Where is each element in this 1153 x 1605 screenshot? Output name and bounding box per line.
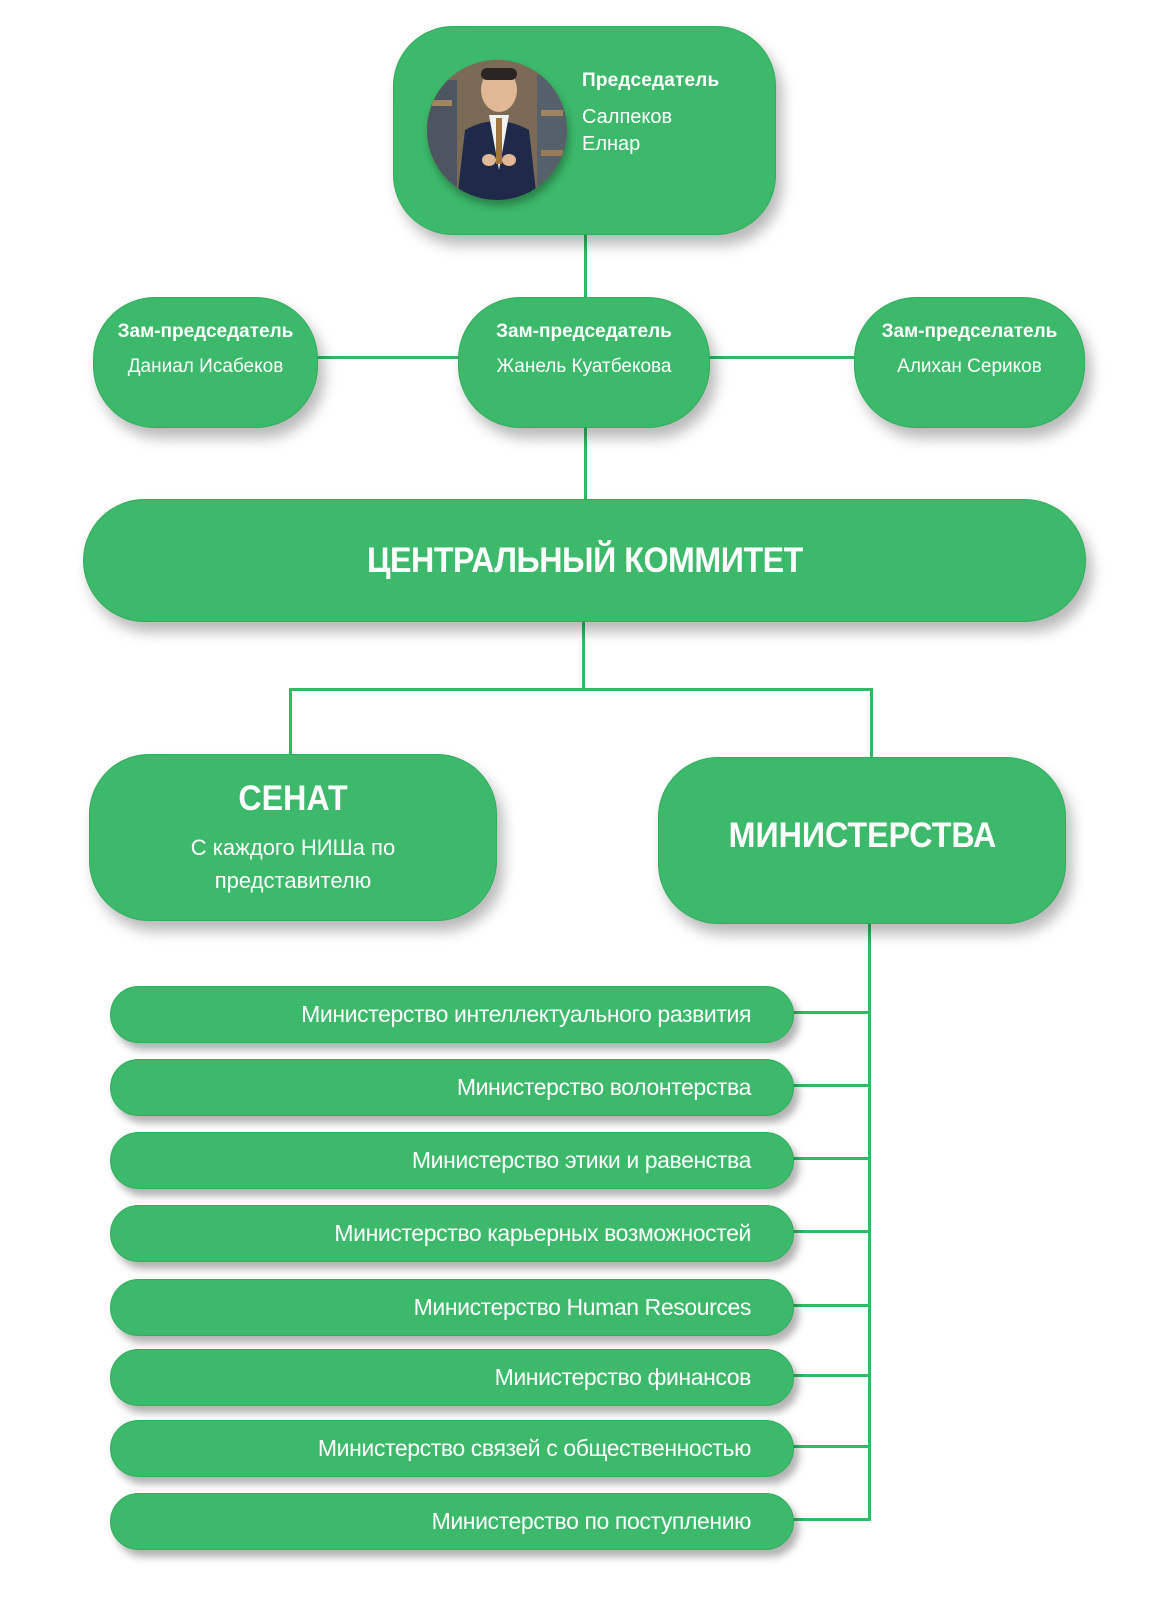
deputy-name: Алихан Сериков xyxy=(897,356,1042,377)
deputy-role: Зам-предселатель xyxy=(881,321,1058,342)
connector-branch-horizontal xyxy=(289,688,873,691)
ministry-item: Министерство Human Resources xyxy=(110,1279,794,1336)
deputy-card-right: Зам-предселатель Алихан Сериков xyxy=(854,297,1085,428)
senate-subtitle-line: представителю xyxy=(214,868,372,893)
chairman-role: Председатель xyxy=(582,70,720,91)
ministry-label: Министерство Human Resources xyxy=(413,1294,752,1320)
senate-subtitle-line: С каждого НИШа по xyxy=(190,835,396,860)
chairman-card: Председатель Салпеков Елнар xyxy=(393,26,776,235)
connector-deputies-left xyxy=(317,356,459,359)
ministry-item: Министерство финансов xyxy=(110,1349,794,1406)
deputy-name: Даниал Исабеков xyxy=(127,356,284,377)
chairman-avatar xyxy=(427,60,567,200)
ministry-label: Министерство этики и равенства xyxy=(411,1147,751,1173)
connector-ministry-tick xyxy=(793,1084,871,1087)
ministry-label: Министерство волонтерства xyxy=(456,1074,752,1100)
connector-deputies-right xyxy=(709,356,855,359)
senate-card: СЕНАТ С каждого НИШа по представителю xyxy=(89,754,497,921)
ministry-label: Министерство связей с общественностью xyxy=(317,1435,751,1461)
central-committee-title: ЦЕНТРАЛЬНЫЙ КОММИТЕТ xyxy=(366,540,803,580)
connector-ministry-tick xyxy=(793,1230,871,1233)
ministry-item: Министерство карьерных возможностей xyxy=(110,1205,794,1262)
connector-ministry-tick xyxy=(793,1304,871,1307)
ministries-title: МИНИСТЕРСТВА xyxy=(728,815,996,855)
connector-chair-to-deputy xyxy=(584,234,587,298)
connector-deputy-to-committee xyxy=(584,427,587,500)
deputy-role: Зам-председатель xyxy=(496,321,672,342)
ministry-label: Министерство финансов xyxy=(494,1364,752,1390)
ministry-label: Министерство по поступлению xyxy=(431,1508,752,1534)
chairman-surname: Салпеков xyxy=(582,106,673,128)
connector-to-ministries xyxy=(870,688,873,758)
senate-title: СЕНАТ xyxy=(238,779,348,818)
ministry-item: Министерство волонтерства xyxy=(110,1059,794,1116)
person-photo-icon xyxy=(427,60,567,200)
connector-ministry-tick xyxy=(793,1011,871,1014)
chairman-name: Салпеков Елнар xyxy=(582,104,742,158)
ministry-label: Министерство карьерных возможностей xyxy=(334,1220,751,1246)
connector-to-senate xyxy=(289,688,292,755)
deputy-card-left: Зам-председатель Даниал Исабеков xyxy=(93,297,318,428)
chairman-firstname: Елнар xyxy=(582,133,641,155)
deputy-name: Жанель Куатбекова xyxy=(496,356,672,377)
ministry-item: Министерство этики и равенства xyxy=(110,1132,794,1189)
central-committee-card: ЦЕНТРАЛЬНЫЙ КОММИТЕТ xyxy=(83,499,1086,622)
ministry-item: Министерство связей с общественностью xyxy=(110,1420,794,1477)
connector-ministry-tick xyxy=(793,1445,871,1448)
ministry-item: Министерство по поступлению xyxy=(110,1493,794,1550)
ministries-card: МИНИСТЕРСТВА xyxy=(658,757,1066,924)
deputy-role: Зам-председатель xyxy=(117,321,294,342)
connector-ministry-tick xyxy=(793,1518,871,1521)
connector-committee-down xyxy=(582,621,585,691)
connector-ministry-tick xyxy=(793,1374,871,1377)
senate-subtitle: С каждого НИШа по представителю xyxy=(130,831,456,897)
connector-ministry-tick xyxy=(793,1157,871,1160)
deputy-card-center: Зам-председатель Жанель Куатбекова xyxy=(458,297,710,428)
ministry-label: Министерство интеллектуального развития xyxy=(301,1001,751,1027)
connector-ministries-spine xyxy=(868,923,871,1521)
ministry-item: Министерство интеллектуального развития xyxy=(110,986,794,1043)
